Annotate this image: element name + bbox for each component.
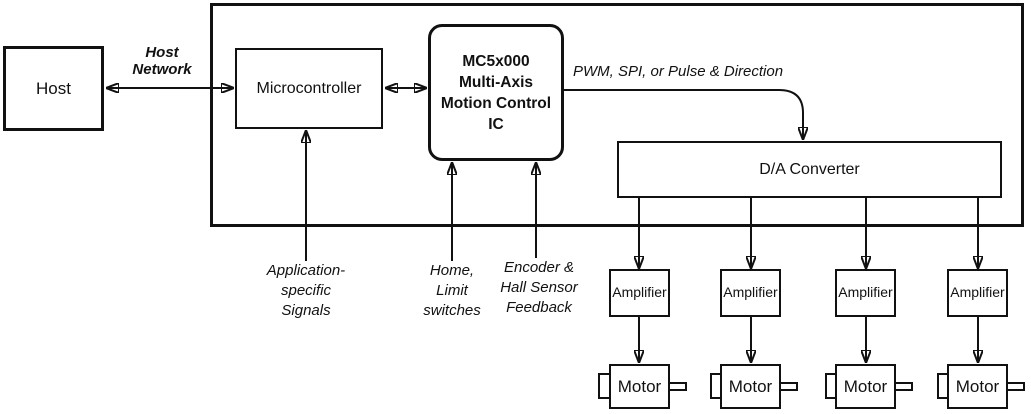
motor-box-2: Motor — [720, 364, 781, 409]
host-box: Host — [3, 46, 104, 131]
application-signals-label: Application- specific Signals — [266, 262, 346, 319]
motor-box-3: Motor — [835, 364, 896, 409]
system-boundary-box — [210, 3, 1024, 227]
amplifier-box-3: Amplifier — [835, 269, 896, 317]
pwm-bus-label: PWM, SPI, or Pulse & Direction — [573, 63, 784, 80]
da-converter-box: D/A Converter — [617, 141, 1002, 198]
motor-shaft-2 — [779, 382, 798, 391]
motor-shaft-4 — [1006, 382, 1025, 391]
host-network-label: Host Network — [132, 44, 192, 78]
amplifier-box-2: Amplifier — [720, 269, 781, 317]
motor-box-1: Motor — [609, 364, 670, 409]
motor-shaft-3 — [894, 382, 913, 391]
microcontroller-box: Microcontroller — [235, 48, 383, 129]
amplifier-box-1: Amplifier — [609, 269, 670, 317]
encoder-feedback-label: Encoder & Hall Sensor Feedback — [500, 259, 578, 316]
amplifier-box-4: Amplifier — [947, 269, 1008, 317]
motion-control-ic-box: MC5x000 Multi-Axis Motion Control IC — [428, 24, 564, 161]
home-limit-switches-label: Home, Limit switches — [423, 262, 481, 319]
motor-box-4: Motor — [947, 364, 1008, 409]
motor-shaft-1 — [668, 382, 687, 391]
